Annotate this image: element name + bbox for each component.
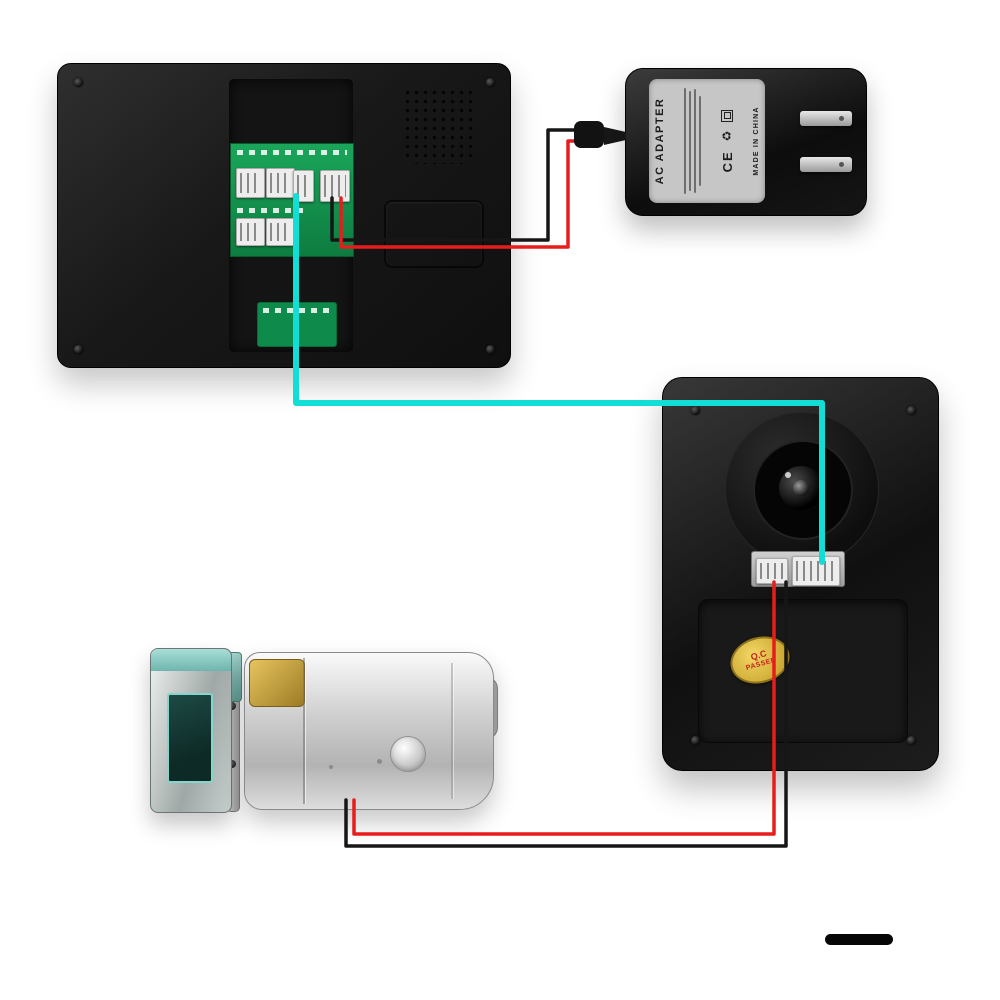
connector-pins — [240, 173, 261, 193]
terminal-connector — [266, 168, 295, 198]
connector-pins — [240, 223, 261, 241]
indoor-monitor-rear — [57, 63, 511, 368]
electric-lock-body — [244, 652, 494, 810]
connector-pins — [760, 563, 784, 579]
plug-strain-relief — [604, 127, 626, 145]
terminal-connector — [266, 218, 295, 246]
lock-cylinder-button — [390, 736, 426, 772]
lens-glint — [785, 472, 791, 478]
prong-hole — [839, 116, 844, 121]
screw-icon — [228, 760, 236, 768]
video-cable — [293, 193, 825, 565]
doorbell-connector-block — [751, 551, 845, 587]
connector-pins — [270, 173, 291, 193]
screw-icon — [691, 736, 700, 745]
screw-icon — [486, 78, 495, 87]
plug-prong — [800, 111, 852, 126]
prong-hole — [839, 162, 844, 167]
strike-plate-box — [150, 648, 232, 813]
connector-pins — [297, 175, 310, 197]
pcb-silkscreen-labels — [237, 208, 307, 213]
screw-icon — [74, 345, 83, 354]
video-cable-socket — [293, 170, 314, 202]
screw-icon — [907, 406, 916, 415]
lock-latch-brass — [249, 659, 305, 707]
adapter-label: AC ADAPTER CE ♻ MADE IN CHINA — [649, 79, 765, 203]
plug-prong — [800, 157, 852, 172]
lock-seam — [303, 658, 305, 804]
speaker-grille — [403, 88, 475, 164]
screw-icon — [486, 345, 495, 354]
connector-pins — [324, 175, 346, 197]
power-lock-plug — [756, 558, 788, 584]
screw-icon — [74, 78, 83, 87]
monitor-hatch-outline — [384, 200, 484, 268]
power-positive-wire — [339, 139, 578, 249]
pcb-silkscreen-labels — [237, 150, 347, 155]
screw-icon — [907, 736, 916, 745]
lock-pinhole — [377, 759, 382, 764]
lock-negative-wire — [344, 580, 788, 848]
power-socket — [320, 170, 350, 202]
ac-adapter: AC ADAPTER CE ♻ MADE IN CHINA — [625, 68, 867, 216]
monitor-terminal-board — [230, 143, 354, 257]
lock-pinhole — [329, 765, 333, 769]
screw-icon — [228, 702, 236, 710]
outdoor-doorbell-rear: Q.C PASSED — [662, 377, 939, 945]
dc-plug — [574, 121, 604, 148]
connector-pins — [270, 223, 291, 241]
camera-lens-core — [793, 480, 809, 496]
terminal-connector — [236, 218, 265, 246]
lock-seam — [451, 663, 453, 799]
terminal-connector — [236, 168, 265, 198]
panel-slot — [825, 934, 893, 945]
strike-slot — [167, 693, 213, 783]
lock-positive-wire — [352, 580, 776, 836]
power-negative-wire — [330, 128, 578, 242]
connector-pins — [796, 561, 836, 581]
screw-icon — [691, 406, 700, 415]
video-cable-plug — [792, 556, 840, 586]
strike-top-face — [151, 649, 231, 671]
